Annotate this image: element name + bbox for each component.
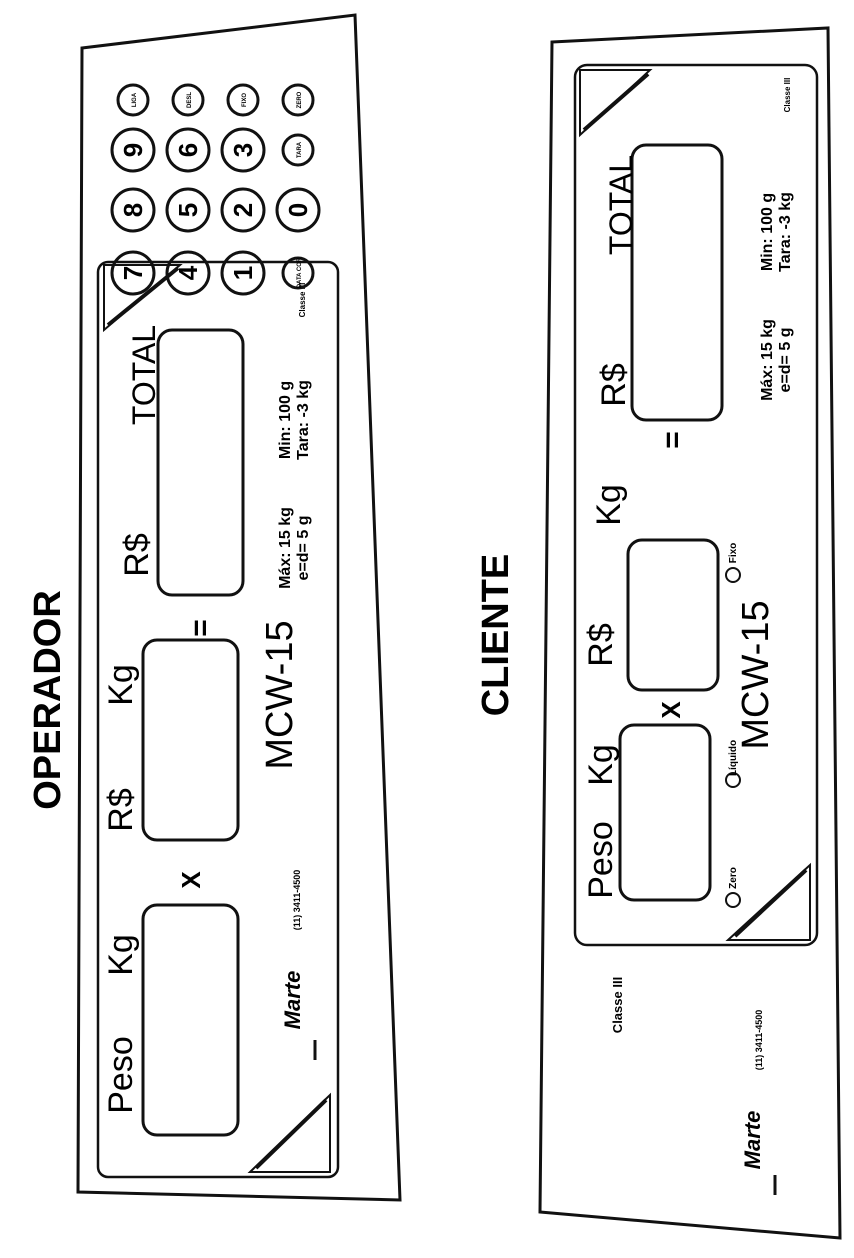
cliente-label-kg2: Kg — [590, 484, 628, 526]
indicator-líquido-label: Líquido — [728, 740, 739, 776]
cliente-phone: (11) 3411-4500 — [754, 1010, 764, 1071]
key-label-2: 2 — [228, 203, 258, 217]
key-1 — [220, 250, 266, 296]
cliente-spec-max: Máx: 15 kg — [759, 319, 776, 401]
operador-phone: (11) 3411-4500 — [292, 870, 302, 931]
cliente-spec-tara: Tara: -3 kg — [777, 192, 794, 272]
key-label-3: 3 — [228, 143, 258, 157]
operador-lcd-peso — [141, 903, 240, 1137]
cliente-label-rs1: R$ — [582, 623, 620, 667]
key-9 — [110, 127, 156, 173]
key-0 — [275, 187, 321, 233]
cliente-lcd-peso — [618, 723, 712, 902]
operador-label-rs2: R$ — [118, 533, 156, 577]
operador-lcd-preco — [141, 638, 240, 842]
operador-keypad: 7 8 9 LIGA 4 5 6 DESL 1 2 3 FIXO DATA COR 0 TARA ZERO — [110, 83, 321, 296]
operador-title: OPERADOR — [27, 590, 69, 810]
operador-spec-max: Máx: 15 kg — [277, 507, 294, 589]
operador-display-frame — [96, 260, 340, 1179]
cliente-title: CLIENTE — [475, 554, 517, 717]
cliente-brand: Marte — [740, 1111, 765, 1170]
operador-spec-ed: e=d= 5 g — [295, 516, 312, 581]
key-data-cor — [281, 256, 315, 290]
key-2 — [220, 187, 266, 233]
key-liga — [116, 83, 150, 117]
cliente-label-kg1: Kg — [582, 744, 620, 786]
operador-label-rs1: R$ — [102, 788, 140, 832]
cliente-label-total: TOTAL — [603, 155, 639, 255]
cliente-spec-min: Min: 100 g — [759, 193, 776, 271]
cliente-corner-top-hatch — [582, 72, 650, 132]
cliente-label-peso: Peso — [582, 821, 620, 899]
operador-model: MCW-15 — [259, 620, 301, 769]
key-label-0: 0 — [283, 203, 313, 217]
key-4 — [165, 250, 211, 296]
key-label-4: 4 — [173, 265, 203, 280]
cliente-indicators: Zero Líquido Fixo — [725, 543, 741, 908]
key-6 — [165, 127, 211, 173]
operador-class-mark: Classe III — [298, 283, 307, 318]
cliente-display-frame — [573, 63, 819, 947]
cliente-class-mark-bottom: Classe III — [610, 977, 625, 1033]
key-5 — [165, 187, 211, 233]
indicator-líquido-icon — [725, 772, 741, 788]
indicator-zero-icon — [725, 892, 741, 908]
key-label-1: 1 — [228, 266, 258, 280]
key-label-desl: DESL — [187, 92, 193, 108]
operador-section: OPERADOR Peso Kg R$ Kg R$ TOTAL X = MCW-… — [27, 13, 402, 1202]
key-label-7: 7 — [118, 266, 148, 280]
cliente-panel-outline — [538, 26, 842, 1240]
operador-lcd-total — [156, 328, 245, 597]
operador-label-kg1: Kg — [102, 934, 140, 976]
operador-label-total: TOTAL — [126, 325, 162, 425]
cliente-lcd-total — [630, 143, 724, 422]
cliente-model: MCW-15 — [735, 600, 777, 749]
key-label-fixo: FIXO — [242, 93, 248, 107]
cliente-label-rs2: R$ — [595, 363, 633, 407]
indicator-zero-label: Zero — [728, 867, 739, 889]
operador-equals-sign: = — [184, 619, 217, 637]
key-label-5: 5 — [173, 203, 203, 217]
operador-spec-min: Min: 100 g — [277, 381, 294, 459]
key-label-zero: ZERO — [297, 91, 303, 108]
cliente-corner-bottom-hatch — [733, 868, 808, 938]
key-label-data-cor: DATA COR — [297, 257, 303, 288]
operador-label-peso: Peso — [102, 1036, 140, 1114]
operador-times-sign: X — [176, 871, 206, 889]
cliente-times-sign: X — [656, 701, 686, 719]
key-label-tara: TARA — [297, 141, 303, 158]
key-8 — [110, 187, 156, 233]
cliente-equals-sign: = — [656, 431, 689, 449]
key-zero — [281, 83, 315, 117]
key-3 — [220, 127, 266, 173]
key-7 — [110, 250, 156, 296]
key-label-6: 6 — [173, 143, 203, 157]
operador-panel-outline — [76, 13, 402, 1202]
operador-spec-tara: Tara: -3 kg — [295, 380, 312, 460]
cliente-section: CLIENTE Peso Kg R$ Kg R$ TOTAL X = Zero L… — [475, 26, 842, 1240]
operador-label-kg2: Kg — [102, 664, 140, 706]
key-label-9: 9 — [118, 143, 148, 157]
key-label-liga: LIGA — [132, 92, 138, 107]
cliente-spec-ed: e=d= 5 g — [777, 328, 794, 393]
cliente-lcd-preco — [626, 538, 720, 692]
operador-corner-bottom-hatch — [254, 1098, 328, 1170]
key-label-8: 8 — [118, 203, 148, 217]
cliente-class-mark-top: Classe III — [783, 78, 792, 113]
key-desl — [171, 83, 205, 117]
indicator-fixo-icon — [725, 567, 741, 583]
indicator-fixo-label: Fixo — [728, 543, 739, 564]
key-fixo — [226, 83, 260, 117]
key-tara — [281, 133, 315, 167]
operador-brand: Marte — [280, 971, 305, 1030]
